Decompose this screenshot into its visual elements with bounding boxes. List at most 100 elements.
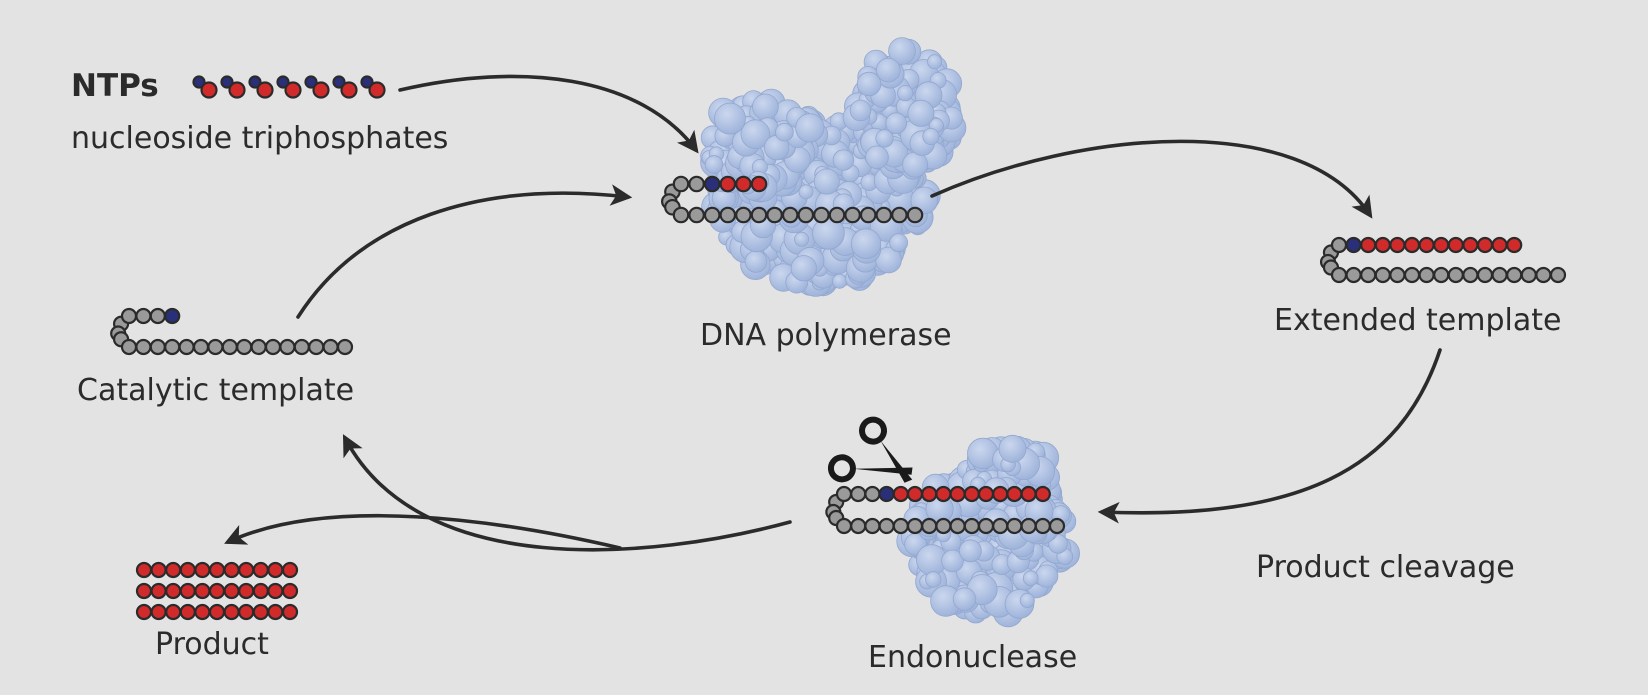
bottom-strand-bead [322,338,339,356]
top-strand-bead [949,485,966,503]
product-bead [252,603,269,621]
bottom-strand-bead [1535,266,1552,284]
bottom-strand-bead [336,338,354,356]
bottom-strand-bead [1330,266,1348,284]
endonuclease-label: Endonuclease [868,640,1077,675]
polymerase-dna-strand [660,175,924,224]
top-strand-bead [719,175,737,193]
top-strand-bead [1506,236,1523,254]
bottom-strand-bead [828,206,846,224]
protein-atom [998,434,1027,463]
bottom-strand-bead [149,338,166,356]
top-strand-bead [1360,236,1377,254]
bottom-strand-bead [293,338,310,356]
protein-atom [798,184,814,200]
ntp-phosphate-bead [192,75,206,89]
bottom-strand-bead [963,517,980,535]
ntp-base-bead [368,81,386,99]
bottom-strand-bead [1476,266,1494,284]
protein-atom [941,549,964,573]
catalytic-template-strand [110,307,354,356]
product-bead [281,582,299,600]
ntp-phosphate-bead [276,75,290,89]
bottom-strand-bead [207,338,224,356]
arrow-extended-to-endonuclease [1097,348,1442,524]
bottom-strand-bead [1462,266,1479,284]
bottom-strand-bead [875,206,893,224]
protein-atom [1022,570,1039,586]
top-strand-bead [735,175,752,193]
bottom-strand-bead [766,206,783,224]
bottom-strand-bead [1345,266,1362,284]
top-strand-bead [149,307,166,325]
protein-atom [856,71,882,97]
protein-atom [813,168,840,195]
scissors-icon [827,416,913,483]
arrow-polymerase-to-extended [930,139,1373,219]
protein-atom [922,127,940,145]
product-bead [223,603,240,621]
ntp-base-bead [312,81,330,99]
top-strand-bead [164,307,181,325]
bottom-strand-bead [120,338,138,356]
bottom-strand-bead [1403,266,1421,284]
bottom-strand-bead [192,338,210,356]
bottom-strand-bead [1006,517,1023,535]
protein-atom [889,233,908,253]
protein-atom [910,186,939,215]
bottom-strand-bead [906,517,924,535]
bottom-strand-bead [279,338,296,356]
product-bead [179,582,196,600]
bottom-strand-bead [1034,517,1051,535]
bottom-strand-bead [906,206,924,224]
protein-atom [850,228,882,259]
bottom-strand-bead [236,338,253,356]
product-label: Product [155,627,269,662]
top-strand-bead [1345,236,1362,254]
top-strand-bead [1462,236,1479,254]
top-strand-bead [1034,485,1051,503]
product-bead [208,561,226,579]
bottom-strand-bead [178,338,195,356]
top-strand-bead [672,175,690,193]
top-strand-bead [992,485,1009,503]
bottom-strand-bead [719,206,737,224]
protein-atom [865,145,889,170]
ntp-base-bead [228,81,246,99]
protein-atom [1035,564,1059,588]
product-bead [179,561,196,579]
catalytic-template-label: Catalytic template [77,373,354,408]
product-bead [165,603,182,621]
bottom-strand-bead [844,206,861,224]
top-strand-bead [864,485,881,503]
top-strand-bead [1418,236,1435,254]
top-strand-bead [1491,236,1508,254]
top-strand-bead [850,485,867,503]
protein-atom [888,37,916,65]
protein-atom [897,85,914,102]
protein-atom [849,99,872,122]
bottom-strand-bead [1389,266,1406,284]
protein-atom [775,122,794,142]
top-strand-bead [1020,485,1037,503]
bottom-strand-bead [850,517,867,535]
product-beads [135,561,299,621]
bottom-strand-bead [1506,266,1523,284]
top-strand-bead [1330,236,1348,254]
product-bead [179,603,196,621]
product-bead [238,603,255,621]
protein-atom [832,149,855,171]
arrow-ntps-to-polymerase [398,74,699,154]
arrow-catalytic-to-polymerase [296,184,633,319]
ntp-phosphate-bead [360,75,374,89]
bottom-strand-bead [949,517,966,535]
bottom-strand-bead [750,206,768,224]
top-strand-bead [688,175,705,193]
top-strand-bead [1476,236,1494,254]
top-strand-bead [1433,236,1450,254]
product-bead [150,561,167,579]
bottom-strand-bead [992,517,1009,535]
bottom-strand-bead [864,517,881,535]
bottom-strand-bead [1433,266,1450,284]
